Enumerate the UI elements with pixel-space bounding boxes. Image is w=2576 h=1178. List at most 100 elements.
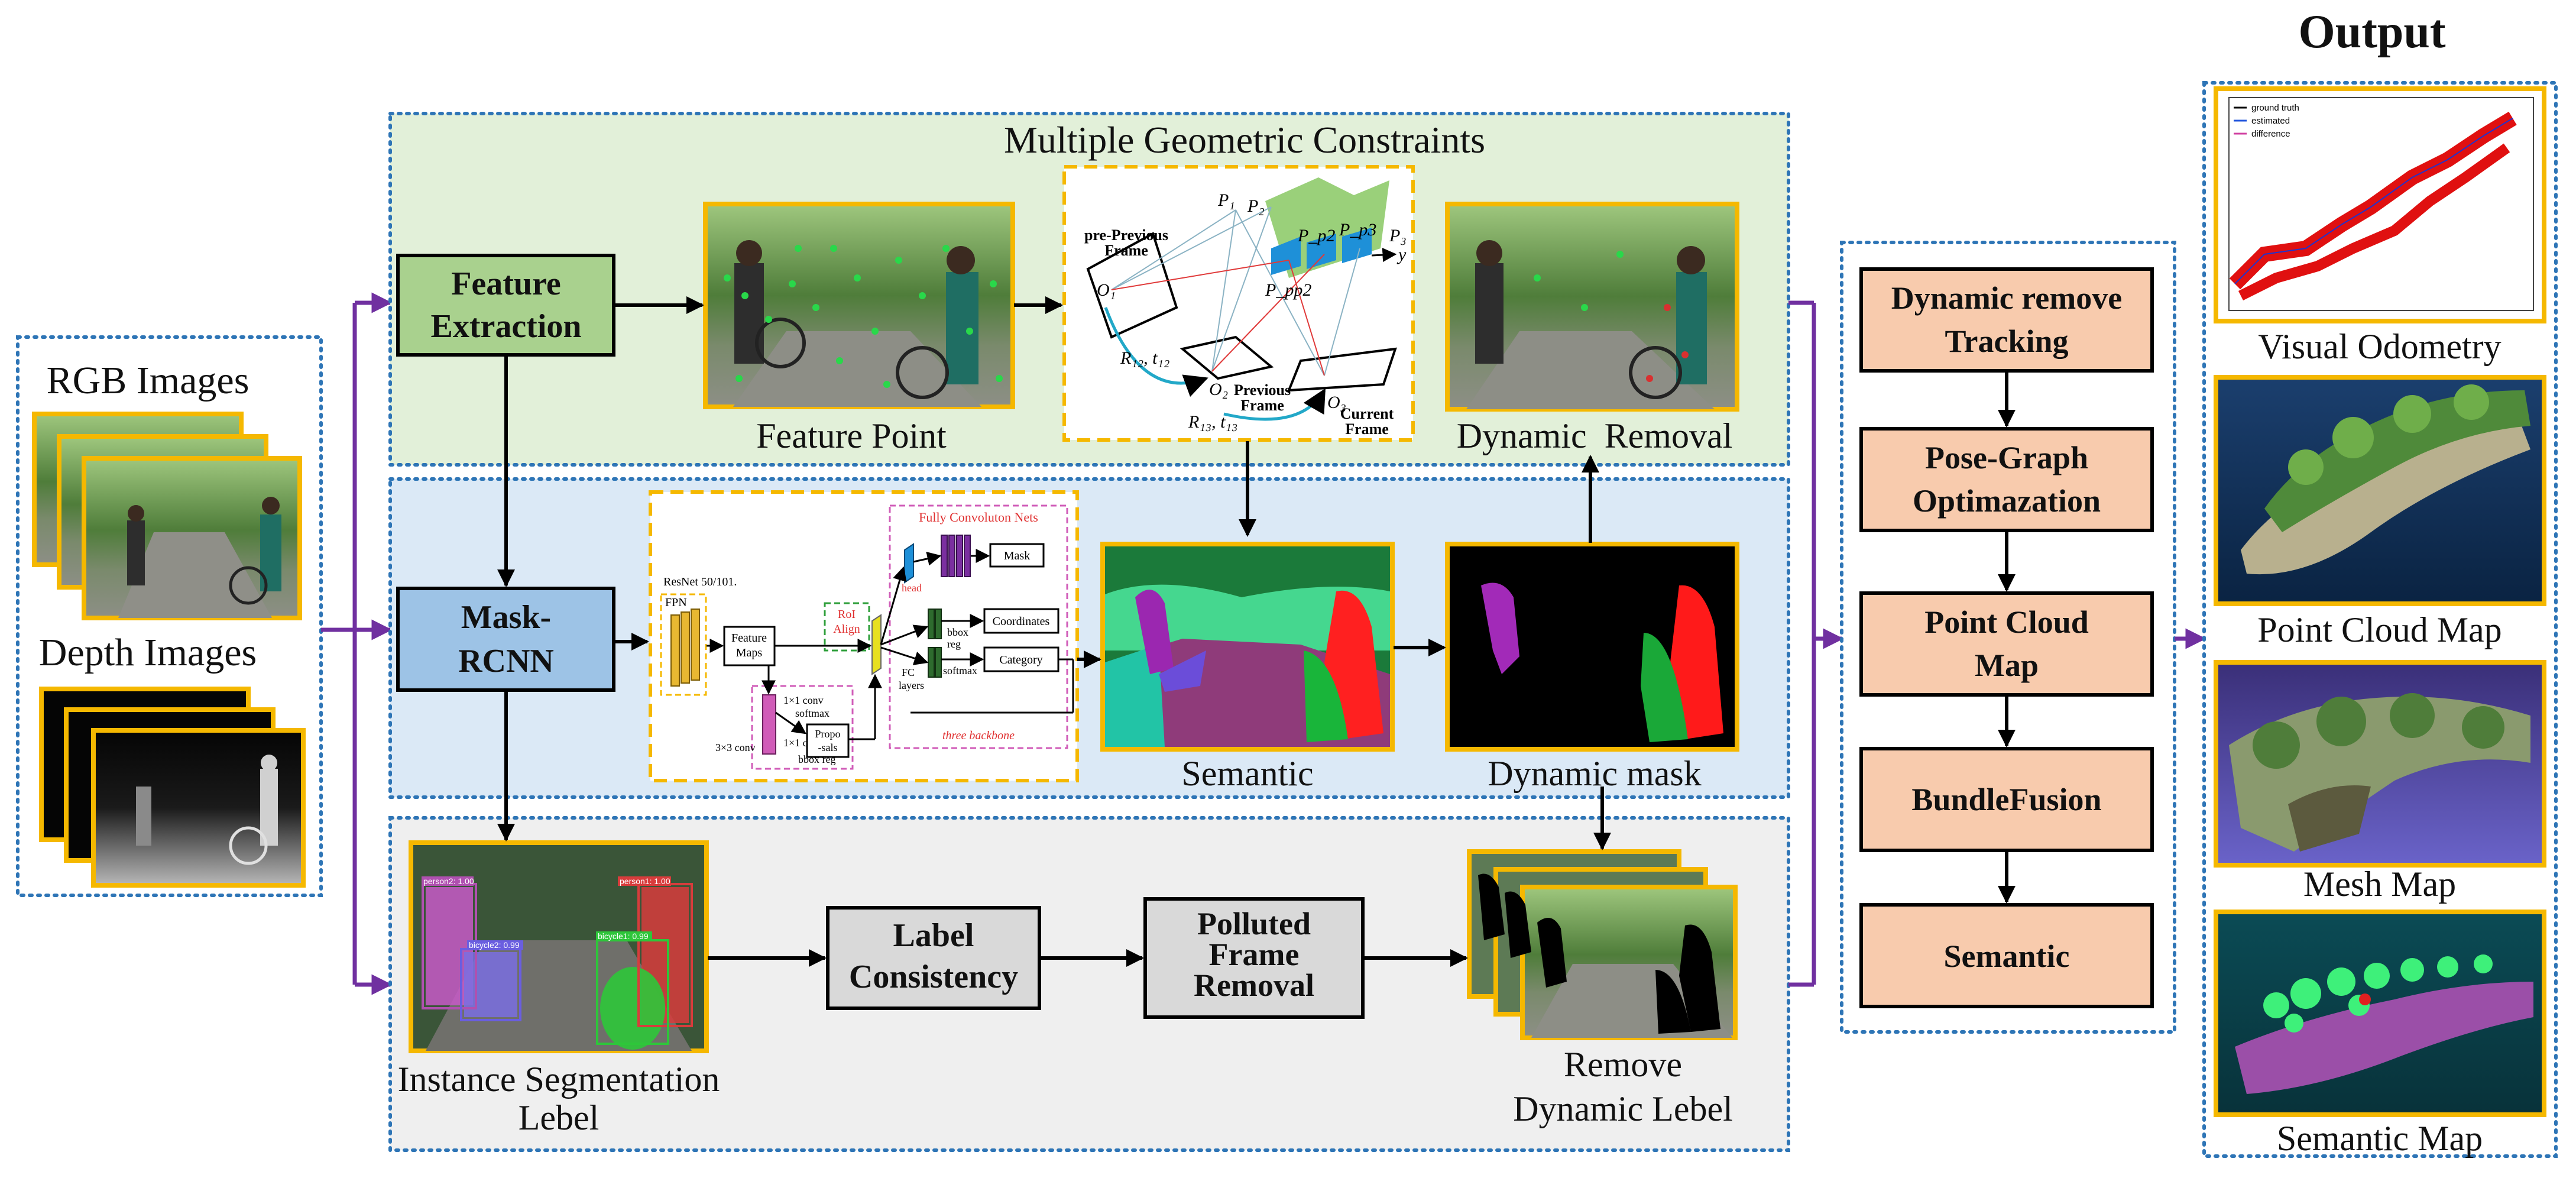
net-roi-align-line1: RoI xyxy=(838,608,856,621)
merge-arrows xyxy=(1788,300,1844,987)
pipeline-step-0-line1: Dynamic remove xyxy=(1891,280,2122,316)
diagram-pre-previous-line1: pre-Previous xyxy=(1084,226,1168,244)
net-three-backbone: three backbone xyxy=(942,729,1015,742)
pipeline-step-4-line1: Semantic xyxy=(1944,938,2070,974)
diagram-r12: R₁₂, t₁₂ xyxy=(1120,348,1169,368)
mesh-map-image xyxy=(2214,660,2546,868)
depth-images-label: Depth Images xyxy=(39,631,257,674)
visual-odometry-label: Visual Odometry xyxy=(2258,327,2501,366)
vo-legend-2: difference xyxy=(2251,129,2290,139)
polluted-line3: Removal xyxy=(1194,967,1314,1003)
net-bbox-reg-b-line1: bbox xyxy=(947,626,968,638)
pipeline-step-2-line2: Map xyxy=(1975,648,2039,683)
detection-label-0: person2: 1.00 xyxy=(423,876,474,886)
label-consistency-panel: person2: 1.00 bicycle2: 0.99 person1: 1.… xyxy=(388,816,1790,1152)
vo-legend-1: estimated xyxy=(2251,116,2290,126)
net-roi-align-line2: Align xyxy=(833,623,860,636)
pipeline-step-0: Dynamic remove Tracking xyxy=(1859,267,2154,373)
net-conv11a: 1×1 conv xyxy=(783,694,824,706)
geometric-constraints-panel: Multiple Geometric Constraints Feature E… xyxy=(388,112,1790,467)
rgb-images-label: RGB Images xyxy=(47,359,250,402)
pipeline-step-3: BundleFusion xyxy=(1859,747,2154,852)
pipeline-step-2-line1: Point Cloud xyxy=(1924,604,2089,640)
pipeline-step-4: Semantic xyxy=(1859,903,2154,1008)
instance-seg-label-line2: Lebel xyxy=(519,1098,600,1137)
geometric-constraints-title: Multiple Geometric Constraints xyxy=(1004,119,1485,161)
diagram-o3: O₃ xyxy=(1327,393,1346,412)
pipeline-step-0-line2: Tracking xyxy=(1945,323,2068,359)
net-conv33: 3×3 conv xyxy=(715,742,756,753)
dynamic-mask-image xyxy=(1445,542,1739,752)
dynamic-removal-label: Dynamic Removal xyxy=(1457,416,1733,455)
polluted-line2: Frame xyxy=(1209,937,1300,972)
point-cloud-map-image xyxy=(2214,375,2546,606)
removed-dynamic-label-stack xyxy=(1467,849,1738,1040)
mask-rcnn-line2: RCNN xyxy=(458,643,554,679)
semantic-segmentation-image xyxy=(1100,542,1395,752)
net-bbox-reg-b-line2: reg xyxy=(947,638,961,650)
instance-seg-label-line1: Instance Segmentation xyxy=(398,1060,720,1099)
diagram-previous-line2: Frame xyxy=(1240,397,1284,414)
feature-point-label: Feature Point xyxy=(756,416,947,455)
detection-label-3: bicycle1: 0.99 xyxy=(598,931,649,941)
diagram-o2: O₂ xyxy=(1209,380,1228,399)
feature-extraction-line2: Extraction xyxy=(430,308,581,345)
net-softmax-b: softmax xyxy=(943,665,977,677)
diagram-p3: P₃ xyxy=(1389,226,1407,245)
diagram-current-line1: Current xyxy=(1340,405,1394,422)
instance-segmentation-image: person2: 1.00 bicycle2: 0.99 person1: 1.… xyxy=(409,840,709,1053)
flow-arrows xyxy=(497,296,1611,967)
net-fc-layers-line1: FC xyxy=(902,666,915,678)
feature-point-image xyxy=(703,202,1015,409)
diagram-pp2b: P_pp2 xyxy=(1265,280,1311,300)
feature-extraction-box: Feature Extraction xyxy=(396,254,615,357)
output-title: Output xyxy=(2299,6,2446,58)
diagram-previous-line1: Previous xyxy=(1234,381,1291,399)
net-softmax-a: softmax xyxy=(795,707,829,719)
vo-legend-0: ground truth xyxy=(2251,103,2299,113)
dynamic-mask-label: Dynamic mask xyxy=(1488,754,1702,793)
feature-extraction-line1: Feature xyxy=(451,266,561,302)
pipeline-panel: Dynamic remove Tracking Pose-Graph Optim… xyxy=(1840,241,2176,1034)
geometric-constraint-diagram: P₁ P₂ P_p2 P_p3 P₃ P_pp2 y O₁ O₂ O₃ R₁₂,… xyxy=(1062,165,1415,442)
mask-rcnn-box: Mask- RCNN xyxy=(396,587,615,692)
diagram-pp2: P_p2 xyxy=(1297,226,1335,245)
pipeline-step-2: Point Cloud Map xyxy=(1859,591,2154,697)
net-coordinates: Coordinates xyxy=(993,615,1050,628)
net-fpn: FPN xyxy=(665,596,687,609)
net-proposals-line1: Propo xyxy=(815,728,840,740)
point-cloud-map-label: Point Cloud Map xyxy=(2257,610,2502,649)
diagram-p1: P₁ xyxy=(1217,190,1235,210)
detection-label-2: person1: 1.00 xyxy=(620,876,670,886)
pipeline-step-1: Pose-Graph Optimazation xyxy=(1859,427,2154,532)
diagram-p2: P₂ xyxy=(1247,196,1265,216)
label-consistency-line2: Consistency xyxy=(849,959,1018,995)
net-feature-maps-line2: Maps xyxy=(736,646,763,659)
mask-rcnn-network-diagram: ResNet 50/101. FPN Feature Maps 3×3 conv… xyxy=(649,490,1079,782)
net-head: head xyxy=(902,582,922,594)
polluted-line1: Polluted xyxy=(1197,906,1311,941)
input-panel: RGB Images Depth Images xyxy=(16,335,323,897)
pipeline-step-1-line2: Optimazation xyxy=(1913,483,2101,519)
visual-odometry-image: ground truth estimated difference xyxy=(2214,86,2546,323)
net-category: Category xyxy=(999,653,1042,666)
detection-label-1: bicycle2: 0.99 xyxy=(469,940,520,950)
net-mask: Mask xyxy=(1004,549,1030,562)
remove-dynamic-label-line1: Remove xyxy=(1564,1045,1682,1084)
semantic-image-label: Semantic xyxy=(1181,754,1313,793)
diagram-current-line2: Frame xyxy=(1345,420,1389,438)
rgb-image-stack xyxy=(32,412,302,620)
label-consistency-line1: Label xyxy=(893,917,974,954)
diagram-r13: R₁₃, t₁₃ xyxy=(1188,412,1237,432)
remove-dynamic-label-line2: Dynamic Lebel xyxy=(1513,1089,1733,1128)
pipeline-step-1-line1: Pose-Graph xyxy=(1925,440,2088,475)
output-panel: ground truth estimated difference Visual… xyxy=(2202,81,2558,1158)
diagram-pre-previous-line2: Frame xyxy=(1104,242,1148,259)
depth-image-stack xyxy=(39,687,306,888)
semantic-map-label: Semantic Map xyxy=(2277,1119,2483,1158)
semantic-map-image xyxy=(2214,910,2546,1117)
input-arrows xyxy=(321,292,393,995)
mask-rcnn-line1: Mask- xyxy=(461,599,551,636)
diagram-o1: O₁ xyxy=(1097,280,1116,300)
